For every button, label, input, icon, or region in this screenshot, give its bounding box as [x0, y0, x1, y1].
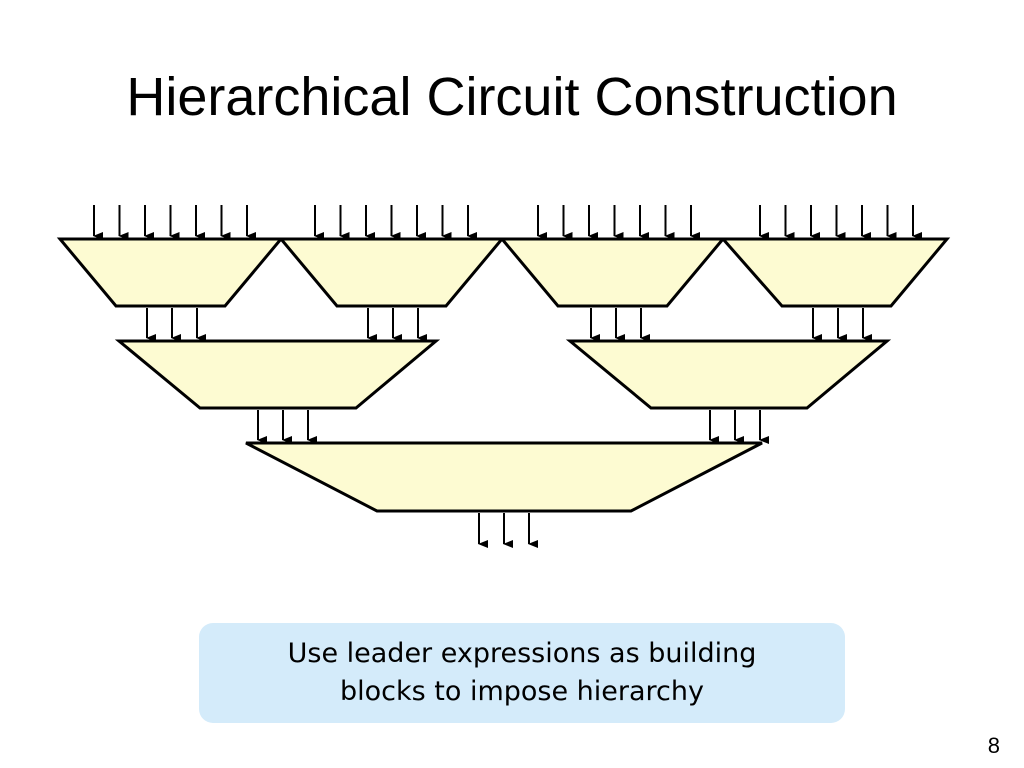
arrows-layer: [93, 205, 922, 548]
page-number: 8: [987, 733, 1000, 758]
slide-title: Hierarchical Circuit Construction: [126, 67, 898, 127]
level1-block-1: [56, 237, 285, 308]
level1-block-4: [719, 237, 951, 308]
callout-box: Use leader expressions as building block…: [199, 623, 845, 723]
hierarchy-diagram: [56, 205, 951, 548]
level2-block-2: [565, 339, 892, 410]
level3-block: [245, 441, 763, 513]
blocks-layer: [56, 237, 951, 513]
level1-block-2: [277, 237, 506, 308]
level2-block-1: [114, 339, 441, 410]
level1-block-3: [498, 237, 727, 308]
callout-text: Use leader expressions as building block…: [287, 638, 757, 707]
